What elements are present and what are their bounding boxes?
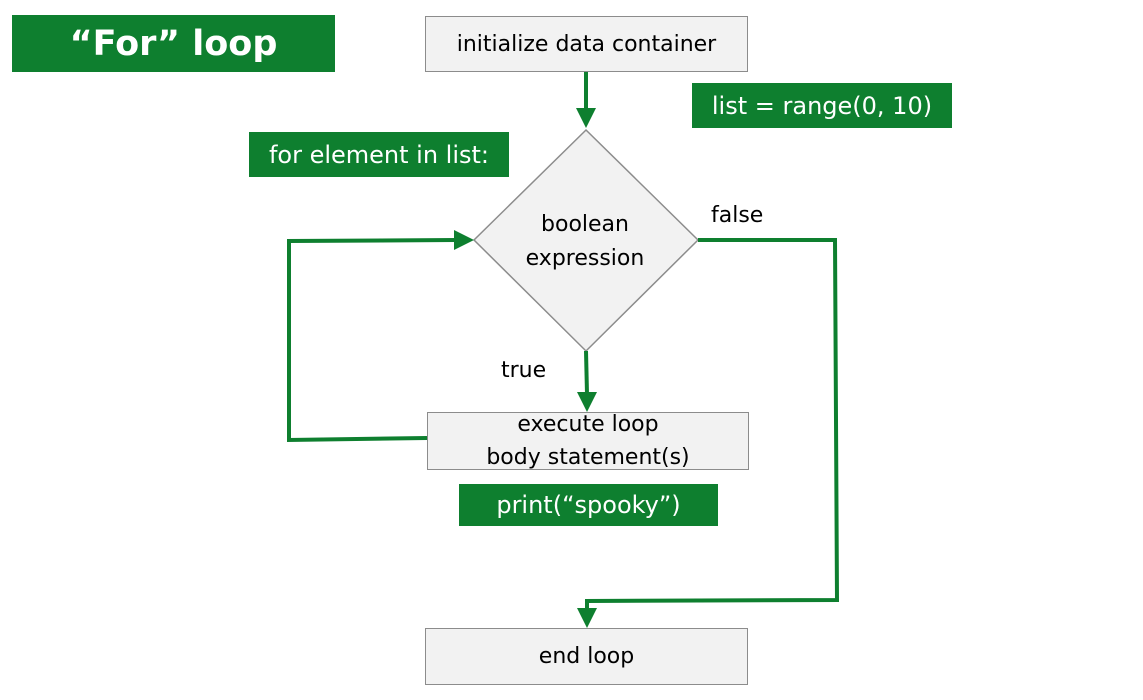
decision-line-2: expression	[525, 246, 645, 271]
arrow-decision-to-body	[577, 350, 597, 412]
for-statement-label: for element in list:	[249, 132, 509, 177]
list-assign-label: list = range(0, 10)	[692, 83, 952, 128]
decision-line-1: boolean	[541, 212, 629, 237]
decision-node-text: boolean expression	[505, 208, 665, 276]
true-edge-label: true	[501, 358, 547, 383]
loop-body-node: execute loop body statement(s)	[427, 412, 749, 470]
print-statement-label: print(“spooky”)	[459, 484, 718, 526]
diagram-title: “For” loop	[12, 15, 335, 72]
end-node: end loop	[425, 628, 748, 685]
loop-body-line-1: execute loop	[517, 412, 659, 437]
arrow-init-to-decision	[576, 72, 596, 128]
arrow-loop-back	[287, 230, 474, 443]
init-node: initialize data container	[425, 16, 748, 72]
loop-body-line-2: body statement(s)	[486, 445, 690, 470]
arrow-decision-to-end	[577, 238, 840, 628]
false-edge-label: false	[711, 203, 764, 228]
